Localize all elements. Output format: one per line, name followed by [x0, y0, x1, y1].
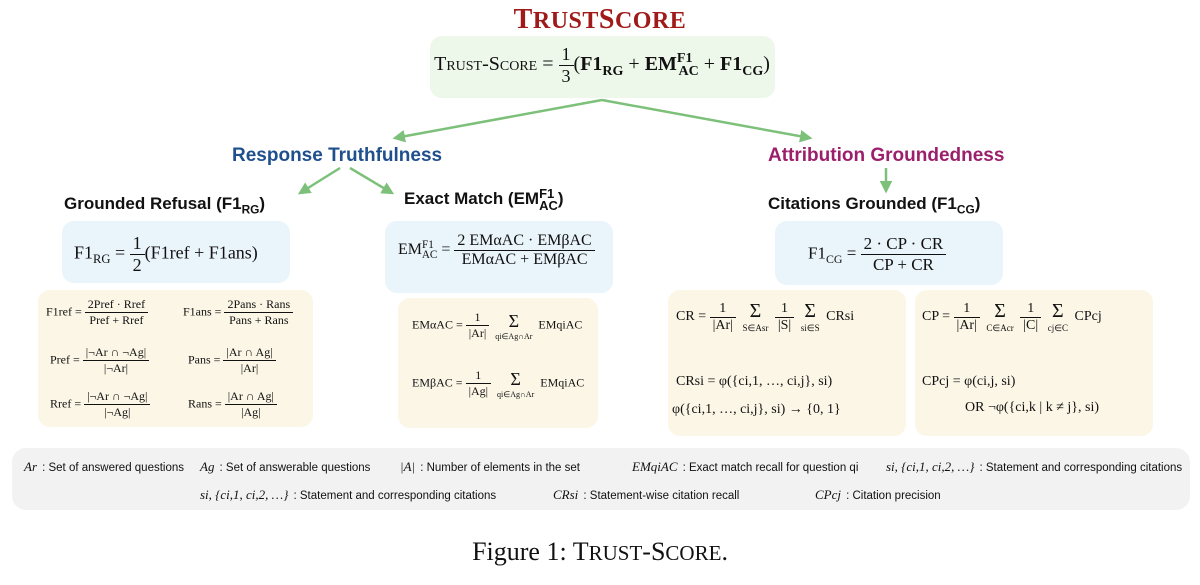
- f1cg-box: [775, 221, 1003, 285]
- cr-detail-box: [668, 290, 906, 436]
- legend-item-count: |A| : Number of elements in the set: [400, 459, 580, 474]
- pans-formula: Pans = |Ar ∩ Ag||Ar|: [188, 345, 276, 376]
- legend-item-statement-1: si, {ci,1, ci,2, …} : Statement and corr…: [886, 459, 1183, 474]
- legend-item-cpcj: CPcj : Citation precision: [815, 487, 941, 502]
- or-formula: OR ¬φ({ci,k | k ≠ j}, si): [965, 400, 1100, 415]
- figure-caption: Figure 1: TRUST-SCORE.: [472, 537, 728, 566]
- main-formula-box: [430, 36, 775, 98]
- legend-item-crsi: CRsi : Statement-wise citation recall: [553, 487, 740, 502]
- arrow-to-truthfulness: [392, 98, 603, 143]
- branch-attribution-groundedness: Attribution Groundedness: [768, 145, 1005, 166]
- f1rg-box: [62, 221, 290, 283]
- emac-box: [385, 221, 613, 293]
- rans-formula: Rans = |Ar ∩ Ag||Ag|: [188, 389, 277, 420]
- legend-item-emqi: EMqiAC : Exact match recall for question…: [632, 459, 859, 474]
- heading-grounded-refusal: Grounded Refusal (F1RG): [64, 194, 266, 217]
- arrow-to-refusal: [297, 166, 341, 195]
- figure-title: TRUSTSCORE: [513, 4, 687, 35]
- legend-item-statement-2: si, {ci,1, ci,2, …} : Statement and corr…: [200, 487, 497, 502]
- arrow-to-exact-match: [349, 166, 395, 195]
- heading-citations-grounded: Citations Grounded (F1CG): [768, 194, 981, 217]
- rref-formula: Rref = |¬Ar ∩ ¬Ag||¬Ag|: [50, 389, 151, 420]
- cp-detail-box: [915, 290, 1153, 436]
- branch-response-truthfulness: Response Truthfulness: [232, 145, 443, 166]
- legend-item-ar: Ar : Set of answered questions: [24, 459, 185, 474]
- cpcj-formula: CPcj = φ(ci,j, si): [922, 374, 1016, 389]
- arrow-to-attribution: [601, 98, 813, 143]
- legend-box: [12, 448, 1190, 510]
- phi-formula: φ({ci,1, …, ci,j}, si) → {0, 1}: [672, 402, 841, 417]
- em-detail-box: [398, 298, 598, 428]
- legend-item-ag: Ag : Set of answerable questions: [200, 459, 371, 474]
- pref-formula: Pref = |¬Ar ∩ ¬Ag||¬Ar|: [50, 345, 150, 376]
- crsi-formula: CRsi = φ({ci,1, …, ci,j}, si): [676, 374, 833, 389]
